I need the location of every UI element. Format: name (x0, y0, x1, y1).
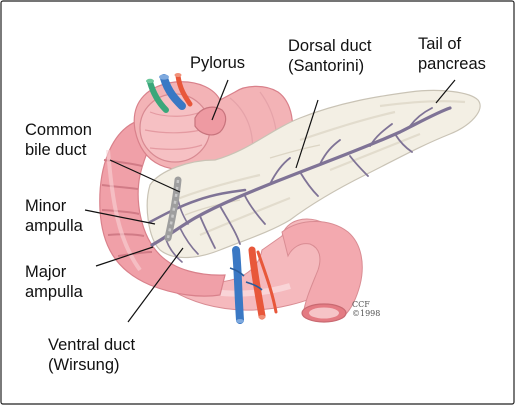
duodenum-c-loop (99, 119, 226, 297)
leader-major-ampulla (95, 246, 154, 267)
leader-pylorus (211, 79, 229, 121)
label-common-bile-duct: Common bile duct (25, 121, 92, 159)
copyright-line-1: CCF (352, 300, 370, 309)
leader-tail (435, 79, 456, 104)
label-ventral-duct: Ventral duct (Wirsung) (48, 336, 136, 374)
pancreatic-ducts (148, 106, 452, 263)
vessels-top (146, 73, 193, 113)
mesenteric-vessels (229, 246, 278, 324)
leader-lines (84, 79, 456, 323)
leader-dorsal-duct (295, 99, 319, 169)
common-bile-duct (164, 176, 182, 242)
label-pylorus: Pylorus (190, 54, 246, 72)
copyright-line-2: ©1998 (352, 309, 381, 318)
label-major-ampulla: Major ampulla (25, 263, 83, 301)
leader-common-bile-duct (109, 159, 181, 193)
dorsal-duct-path (148, 188, 247, 224)
label-tail-of-pancreas: Tail of pancreas (418, 35, 486, 73)
label-minor-ampulla: Minor ampulla (25, 197, 83, 235)
label-dorsal-duct: Dorsal duct (Santorini) (288, 37, 372, 75)
leader-minor-ampulla (84, 209, 156, 225)
leader-ventral-duct (127, 247, 184, 323)
copyright-mark: CCF ©1998 (352, 300, 380, 318)
